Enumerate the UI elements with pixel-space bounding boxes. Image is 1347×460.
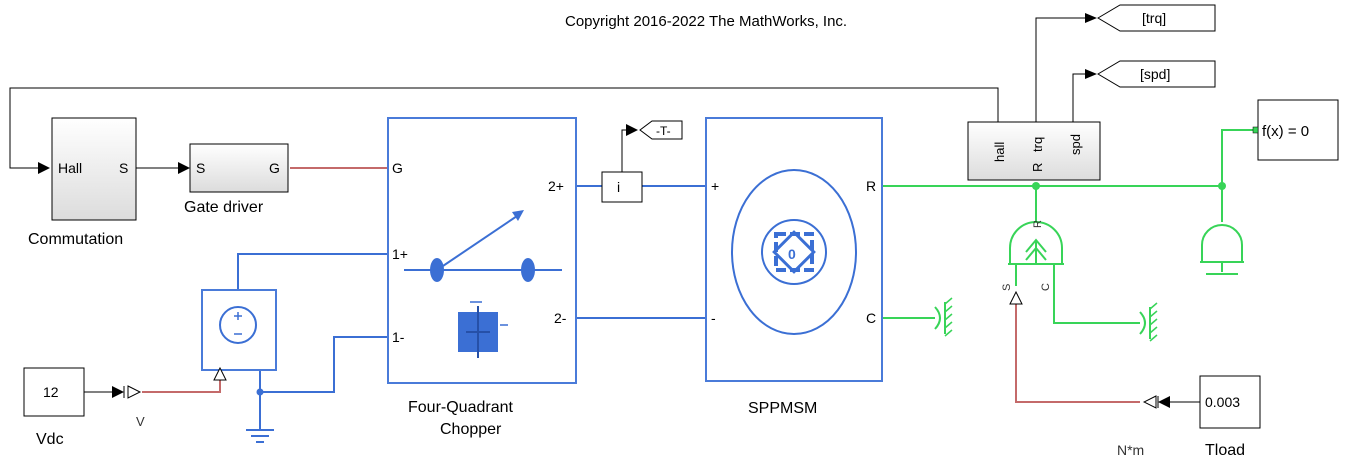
current-sensor-label: i: [617, 179, 620, 195]
bus-output-trq: trq: [1030, 137, 1045, 152]
chopper-port-2plus: 2+: [548, 178, 564, 194]
bus-selector-block[interactable]: hall trq spd R: [967, 121, 1101, 181]
trq-line[interactable]: [1035, 17, 1085, 122]
torque-source-block[interactable]: R S C: [1001, 220, 1064, 305]
tload-label: Tload: [1205, 442, 1245, 459]
voltage-source-block[interactable]: [201, 289, 277, 381]
vdc-label: Vdc: [36, 431, 64, 448]
switch-icon: [404, 210, 562, 282]
arrow-icon: [112, 386, 124, 398]
mech-ground-icon: [1139, 302, 1158, 342]
arrow-icon: [38, 162, 50, 174]
source-port-r: R: [1032, 220, 1044, 228]
source-port-s: S: [1001, 284, 1013, 291]
ps-converter-nm-unit: N*m: [1117, 442, 1144, 458]
chopper-block[interactable]: G 1+ 1- 2+ 2-: [387, 117, 577, 384]
arrow-icon: [1085, 13, 1097, 23]
arrow-icon: [1085, 69, 1097, 79]
chopper-label-line2: Chopper: [440, 421, 502, 438]
goto-spd-text: [spd]: [1140, 66, 1170, 82]
inertia-icon[interactable]: [1200, 224, 1244, 275]
bus-port-r: R: [1030, 163, 1045, 172]
hall-feedback-line[interactable]: [9, 87, 999, 169]
goto-trq-tag[interactable]: [trq]: [1097, 4, 1216, 32]
elec-line-1plus[interactable]: [237, 253, 388, 290]
gate-driver-out-port: G: [269, 160, 280, 176]
commutation-block[interactable]: Hall S: [51, 117, 137, 221]
goto-spd-tag[interactable]: [spd]: [1097, 60, 1216, 88]
chopper-port-2minus: 2-: [554, 310, 567, 326]
tload-constant-block[interactable]: 0.003: [1199, 375, 1261, 429]
spd-line[interactable]: [1072, 73, 1085, 122]
bus-output-spd: spd: [1068, 134, 1083, 155]
mech-ground-icon: [934, 297, 953, 337]
tload-value: 0.003: [1205, 394, 1240, 410]
gate-driver-block[interactable]: S G: [189, 143, 289, 193]
goto-trq-text: [trq]: [1142, 10, 1166, 26]
gate-driver-label: Gate driver: [184, 199, 264, 216]
arrow-icon: [178, 162, 190, 174]
rotor-glyph: 0: [788, 246, 796, 262]
motor-icon: 0: [731, 169, 857, 335]
motor-label: SPPMSM: [748, 400, 817, 417]
motor-port-r: R: [866, 178, 876, 194]
vdc-value: 12: [43, 384, 59, 400]
vdc-constant-block[interactable]: 12: [23, 367, 85, 417]
gate-driver-in-port: S: [196, 160, 205, 176]
motor-port-c: C: [866, 310, 876, 326]
junction-dot: [256, 388, 264, 396]
goto-current-tag[interactable]: -T-: [639, 120, 683, 140]
chopper-label-line1: Four-Quadrant: [408, 399, 513, 416]
chopper-port-1plus: 1+: [392, 246, 408, 262]
elec-line-1minus[interactable]: [259, 336, 388, 393]
vdc-physical-line[interactable]: [142, 380, 221, 393]
chopper-port-g: G: [392, 160, 403, 176]
ps-converter-nm[interactable]: [1142, 395, 1159, 409]
solver-label: f(x) = 0: [1262, 123, 1309, 140]
ps-converter-v[interactable]: [123, 385, 142, 399]
source-port-c: C: [1040, 283, 1052, 291]
electrical-ground-icon: [246, 429, 274, 443]
current-sensor-block[interactable]: i: [601, 171, 643, 203]
mech-line-source-c[interactable]: [1053, 282, 1140, 324]
chopper-port-1minus: 1-: [392, 329, 405, 345]
transistor-icon: [458, 301, 508, 358]
motor-port-minus: -: [711, 310, 716, 326]
arrow-icon: [626, 124, 638, 136]
goto-current-text: -T-: [656, 124, 671, 138]
arrow-icon: [1158, 396, 1170, 408]
commutation-out-port: S: [119, 160, 128, 176]
motor-block[interactable]: + - R C 0: [705, 117, 883, 382]
copyright-text: Copyright 2016-2022 The MathWorks, Inc.: [565, 13, 847, 30]
commutation-in-port: Hall: [58, 160, 82, 176]
current-signal-line[interactable]: [621, 129, 628, 174]
ps-converter-v-unit: V: [136, 414, 145, 429]
solver-config-block[interactable]: f(x) = 0: [1252, 99, 1339, 161]
motor-port-plus: +: [711, 178, 719, 194]
commutation-label: Commutation: [28, 231, 123, 248]
bus-output-hall: hall: [992, 142, 1007, 162]
tload-physical-line[interactable]: [1015, 304, 1140, 403]
mech-line-solver[interactable]: [1221, 129, 1255, 186]
